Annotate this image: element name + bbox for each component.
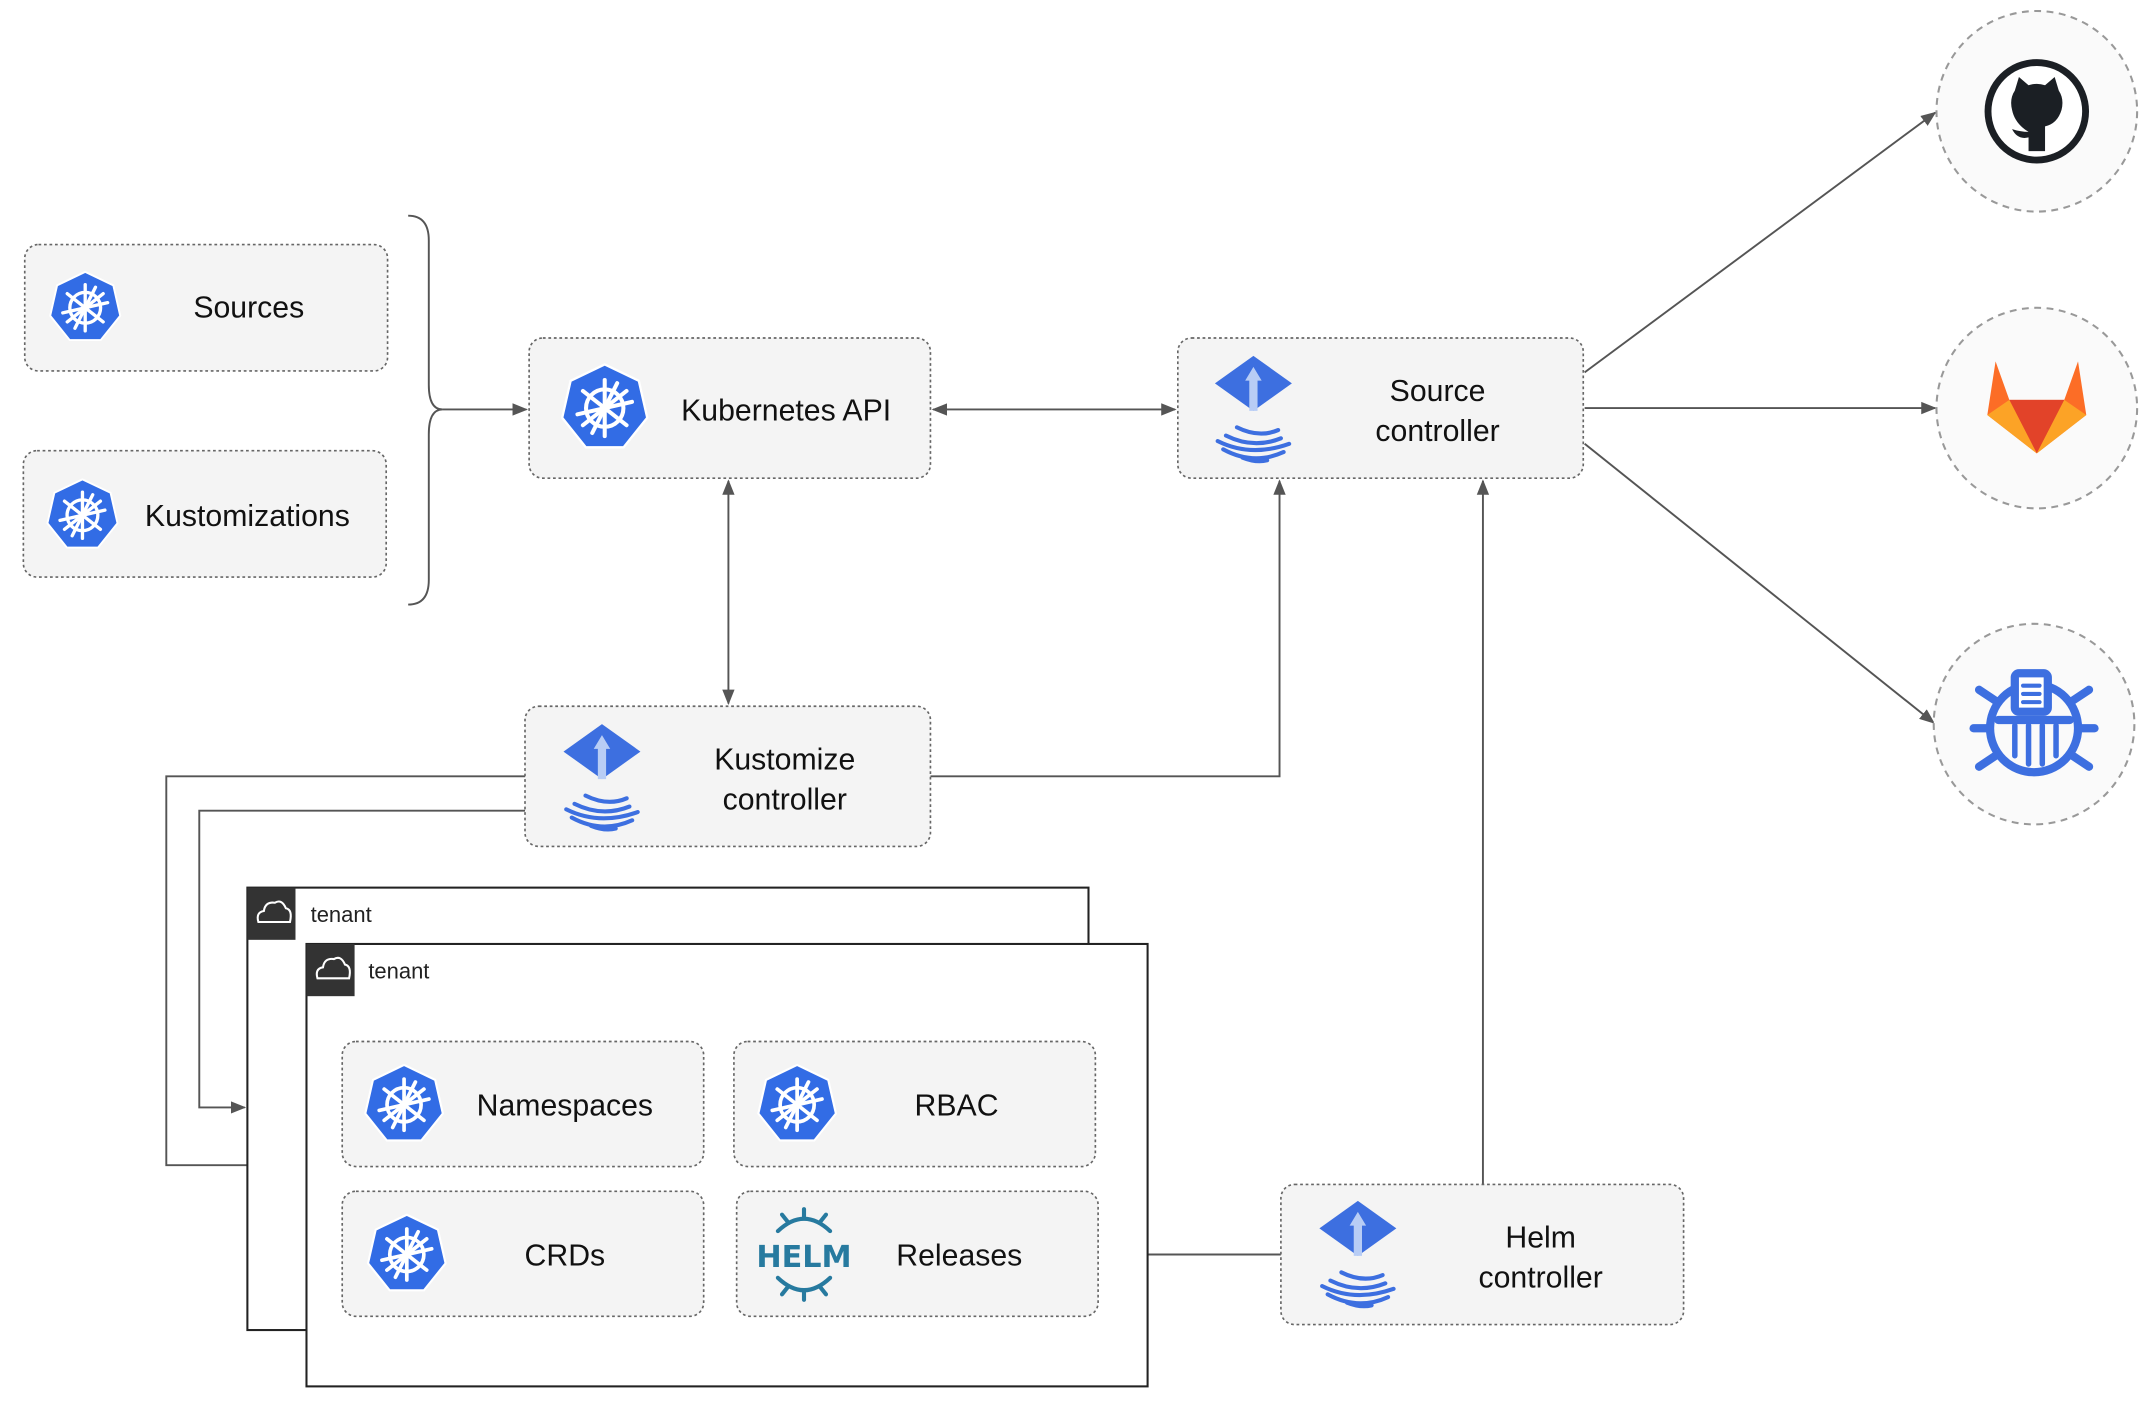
kustomize-controller-label-2: controller xyxy=(723,783,847,816)
kustomizations-node[interactable]: Kustomizations xyxy=(22,449,388,578)
edge-source-to-bucket xyxy=(1584,443,1935,724)
source-controller-label-2: controller xyxy=(1375,415,1499,448)
tenant-label: tenant xyxy=(311,902,372,927)
helm-controller-node[interactable]: Helm controller xyxy=(1280,1183,1685,1326)
sources-label: Sources xyxy=(193,291,304,324)
helm-icon: HELM xyxy=(756,1207,852,1302)
kustomize-controller-node[interactable]: Kustomize controller xyxy=(524,705,932,848)
edge-kustomize-to-tenant-front xyxy=(165,775,526,1172)
github-icon xyxy=(1984,59,2090,164)
kubernetes-api-label: Kubernetes API xyxy=(681,394,891,427)
bucket-icon xyxy=(1969,669,2099,777)
rbac-label: RBAC xyxy=(915,1090,999,1123)
gitlab-icon xyxy=(1987,361,2087,454)
rbac-node[interactable]: RBAC xyxy=(733,1040,1097,1168)
edge-kustomize-to-tenant-back xyxy=(198,809,526,1114)
sources-node[interactable]: Sources xyxy=(23,243,389,372)
github-node[interactable] xyxy=(1935,9,2139,213)
releases-label: Releases xyxy=(896,1239,1022,1272)
crds-node[interactable]: CRDs xyxy=(341,1190,705,1318)
kubernetes-api-node[interactable]: Kubernetes API xyxy=(528,337,932,479)
helm-controller-label-1: Helm xyxy=(1505,1222,1576,1255)
source-controller-label-1: Source xyxy=(1390,375,1486,408)
helm-controller-label-2: controller xyxy=(1479,1261,1603,1294)
tenant-label: tenant xyxy=(368,958,429,983)
cloud-icon xyxy=(315,956,351,980)
namespaces-label: Namespaces xyxy=(477,1090,653,1123)
edge-kustomize-to-source xyxy=(930,479,1286,778)
tenant-front[interactable]: tenant Namespaces RBAC CRDs xyxy=(305,942,1149,1388)
gitlab-node[interactable] xyxy=(1935,306,2139,510)
crds-label: CRDs xyxy=(525,1239,606,1272)
cloud-icon xyxy=(256,900,292,924)
edge-source-to-github xyxy=(1584,111,1937,374)
bucket-node[interactable] xyxy=(1932,622,2136,826)
source-controller-node[interactable]: Source controller xyxy=(1177,337,1585,479)
helm-logo-text: HELM xyxy=(756,1240,851,1275)
releases-node[interactable]: HELM Releases xyxy=(735,1190,1099,1318)
namespaces-node[interactable]: Namespaces xyxy=(341,1040,705,1168)
kustomizations-label: Kustomizations xyxy=(145,500,350,533)
grouping-brace xyxy=(408,214,443,606)
kustomize-controller-label-1: Kustomize xyxy=(714,743,855,776)
